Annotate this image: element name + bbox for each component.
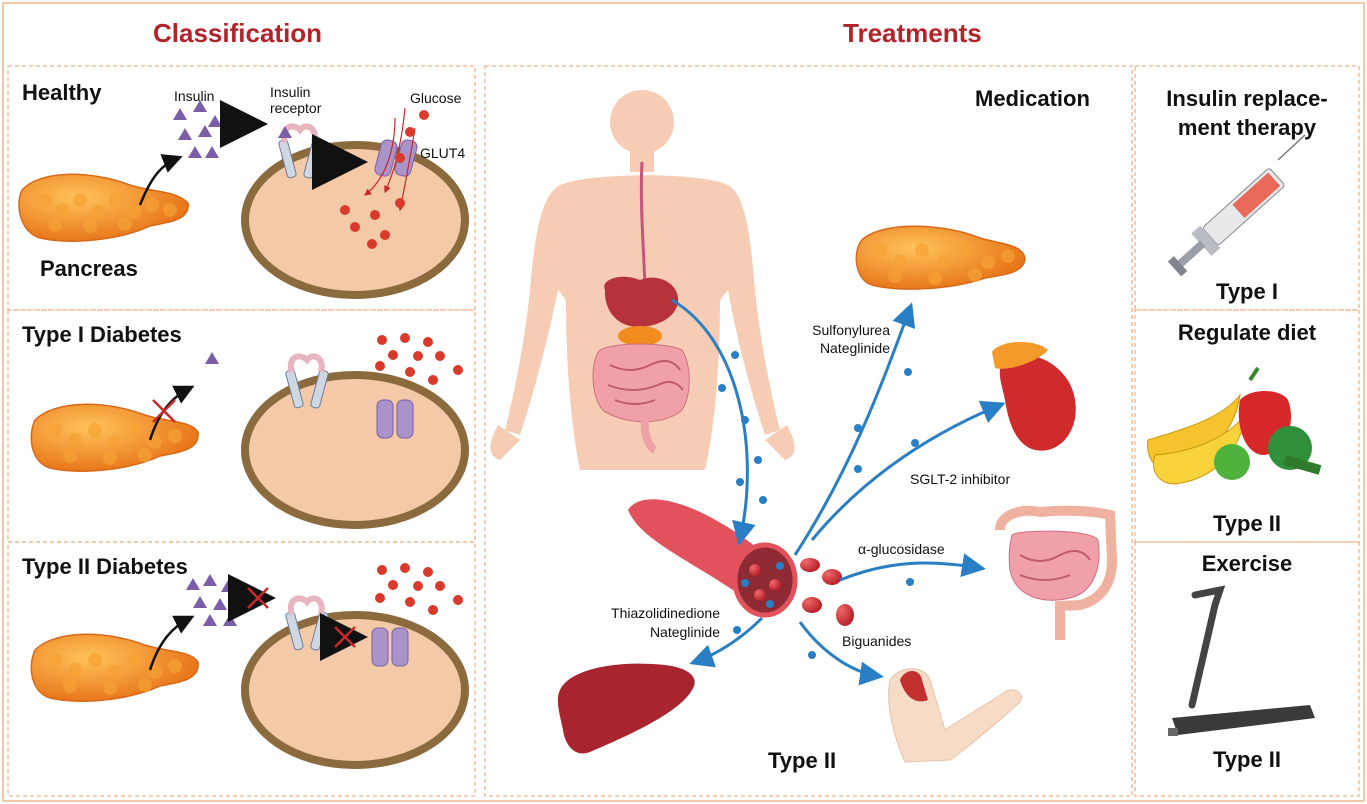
exercise-type-label: Type II [1212,747,1282,772]
diet-title: Regulate diet [1177,320,1317,345]
arrow-gut-to-blood [671,298,756,546]
digestive-system-icon [592,161,690,454]
nateglinide-bottom-label: Nateglinide [649,624,720,640]
medication-arrows [671,298,1006,686]
panel-insulin-therapy [1134,65,1360,311]
blocked-cross-binding [247,587,269,609]
blocked-cross-signal [334,626,356,648]
pancreas-label: Pancreas [40,256,138,281]
pancreas-target-icon [855,225,1026,290]
medication-title: Medication [975,86,1090,111]
vegetables-icon [1146,366,1322,485]
panel-medication [484,65,1133,797]
pancreas-type1-icon [30,403,199,472]
liver-icon [557,663,695,754]
panel-type2 [7,541,476,797]
panel-healthy [7,65,476,311]
panel-borders [7,65,1360,797]
insulin-receptor-type1 [285,353,329,409]
blocked-cross-type1 [152,399,176,423]
healthy-title: Healthy [22,80,102,105]
insulin-label: Insulin [174,88,215,104]
syringe-icon [1167,134,1306,277]
drug-particles [718,351,919,659]
type2-title: Type II Diabetes [22,554,188,579]
insulin-molecules-type2 [186,574,237,626]
sulfonylurea-label: Sulfonylurea [812,322,890,338]
thiazolidinedione-label: Thiazolidinedione [611,605,720,621]
insulin-therapy-type-label: Type I [1216,279,1278,304]
exercise-title: Exercise [1201,551,1293,576]
insulin-molecules-healthy [173,100,222,158]
arrow-to-intestine [839,553,986,582]
red-blood-cells [800,558,854,626]
glucose-molecules-type2 [375,563,463,615]
cell-healthy [241,141,469,299]
glucose-molecules-healthy [340,110,429,249]
treadmill-icon [1168,585,1315,736]
type1-title: Type I Diabetes [22,322,182,347]
secretion-arrow-type2 [148,615,195,671]
arrow-to-muscle [798,621,884,686]
glut4-transporter-type1 [376,399,414,439]
classification-heading: Classification [153,18,323,48]
insulin-molecule-type1 [205,352,219,364]
pancreas-type2-icon [30,633,199,702]
intestine-icon [995,505,1118,640]
glut4-label: GLUT4 [420,145,466,161]
medication-type-label: Type II [768,748,837,773]
sglt2-label: SGLT-2 inhibitor [910,471,1011,487]
biguanides-label: Biguanides [842,633,912,649]
blood-vessel-icon [628,499,798,618]
cell-type1 [241,371,469,529]
pancreas-healthy-icon [18,173,189,242]
kidney-icon [992,341,1076,451]
insulin-receptor-label-line1: Insulin [270,84,311,100]
glut4-transporter-type2 [371,627,409,667]
insulin-therapy-title-line1: Insulin replace- [1166,86,1328,111]
treatments-heading: Treatments [843,18,982,48]
alpha-glucosidase-label: α-glucosidase [858,541,945,557]
glucose-molecules-type1 [375,333,463,385]
arrow-to-pancreas [793,302,916,556]
nateglinide-top-label: Nateglinide [819,340,890,356]
arrow-to-kidney [810,400,1006,541]
arm-muscle-icon [888,668,1022,763]
glucose-label: Glucose [410,90,462,106]
panel-exercise [1134,541,1360,797]
insulin-therapy-title-line2: ment therapy [1177,115,1317,140]
secretion-arrow-healthy [138,154,183,206]
diet-type-label: Type II [1212,511,1282,536]
insulin-receptor-label-line2: receptor [270,100,322,116]
arrow-to-liver [689,616,764,668]
